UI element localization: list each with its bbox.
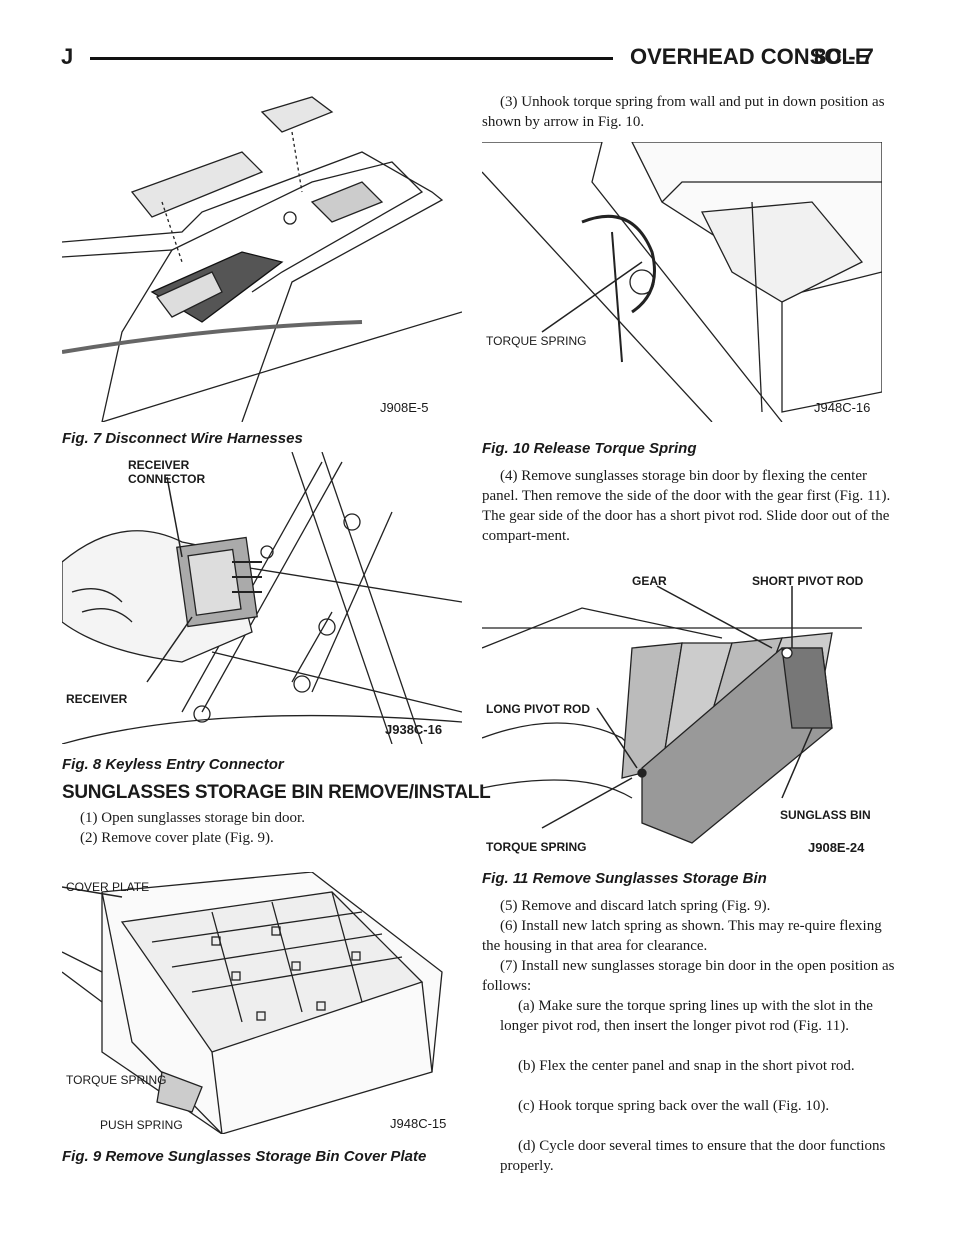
fig8-code: J938C-16 — [385, 722, 443, 737]
step-5: (5) Remove and discard latch spring (Fig… — [500, 898, 771, 914]
header-letter: J — [61, 44, 74, 69]
step-7b: (b) Flex the center panel and snap in th… — [518, 1058, 855, 1074]
header-page-number: 8C - 7 — [814, 44, 874, 69]
step-6: (6) Install new latch spring as shown. T… — [482, 918, 882, 954]
page-header: J OVERHEAD CONSOLE 8C - 7 — [0, 44, 960, 74]
fig9-label-push-spring: PUSH SPRING — [100, 1118, 183, 1132]
fig9-label-torque-spring: TORQUE SPRING — [66, 1073, 167, 1087]
fig10-code: J948C-16 — [814, 400, 871, 415]
fig7-caption: Fig. 7 Disconnect Wire Harnesses — [62, 430, 303, 447]
fig11-illustration — [482, 568, 882, 848]
fig11-label-short-pivot-rod: SHORT PIVOT ROD — [752, 574, 864, 588]
fig11-label-long-pivot-rod: LONG PIVOT ROD — [486, 702, 591, 716]
step-7d: (d) Cycle door several times to ensure t… — [500, 1138, 886, 1174]
fig10-caption: Fig. 10 Release Torque Spring — [482, 440, 697, 457]
fig11-label-torque-spring: TORQUE SPRING — [486, 840, 587, 854]
fig9-label-cover-plate: COVER PLATE — [66, 880, 150, 894]
fig8-label-receiver-connector: RECEIVER CONNECTOR — [128, 458, 206, 486]
fig11-label-gear: GEAR — [632, 574, 667, 588]
fig11-code: J908E-24 — [808, 840, 865, 855]
step-4: (4) Remove sunglasses storage bin door b… — [482, 468, 891, 544]
step-7c: (c) Hook torque spring back over the wal… — [518, 1098, 830, 1114]
fig8-illustration — [62, 452, 462, 744]
fig8-label-receiver: RECEIVER — [66, 692, 128, 706]
fig7-code: J908E-5 — [380, 400, 429, 415]
step-7a: (a) Make sure the torque spring lines up… — [500, 998, 873, 1034]
step-1: (1) Open sunglasses storage bin door. — [80, 810, 305, 826]
fig11-label-sunglass-bin: SUNGLASS BIN — [780, 808, 871, 822]
fig10-label-torque-spring: TORQUE SPRING — [486, 334, 587, 348]
step-2: (2) Remove cover plate (Fig. 9). — [80, 830, 274, 846]
step-7: (7) Install new sunglasses storage bin d… — [482, 958, 895, 994]
fig10-illustration — [482, 142, 882, 422]
header-rule — [90, 57, 613, 60]
header-title: OVERHEAD CONSOLE — [630, 44, 870, 69]
fig9-illustration — [62, 872, 462, 1134]
fig7-illustration — [62, 92, 462, 422]
section-heading: SUNGLASSES STORAGE BIN REMOVE/INSTALL — [62, 782, 491, 803]
fig8-caption: Fig. 8 Keyless Entry Connector — [62, 756, 284, 773]
fig9-caption: Fig. 9 Remove Sunglasses Storage Bin Cov… — [62, 1148, 427, 1165]
fig9-code: J948C-15 — [390, 1116, 447, 1131]
step-3: (3) Unhook torque spring from wall and p… — [482, 94, 885, 130]
fig11-caption: Fig. 11 Remove Sunglasses Storage Bin — [482, 870, 767, 887]
